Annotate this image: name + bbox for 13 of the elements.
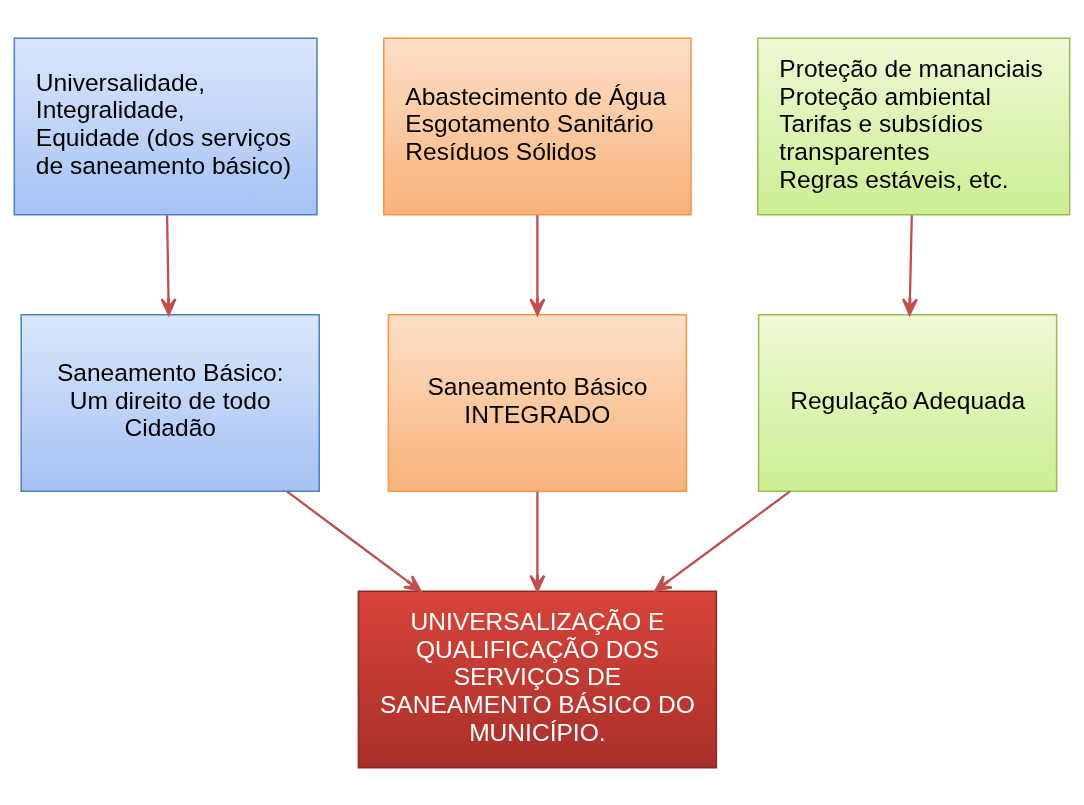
node-box: Saneamento Básico INTEGRADO — [387, 313, 688, 492]
node-box: Proteção de mananciais Proteção ambiental Tarifas e subsídios transparentes Regras estáveis, etc. — [757, 36, 1071, 216]
arrow — [160, 214, 177, 316]
arrow — [286, 490, 422, 592]
arrow — [529, 214, 546, 316]
arrow — [654, 490, 791, 592]
node-box: UNIVERSALIZAÇÃO E QUALIFICAÇÃO DOS SERVIÇOS DE SANEAMENTO BÁSICO DO MUNICÍPIO. — [357, 589, 718, 769]
node-box: Saneamento Básico: Um direito de todo Cidadão — [20, 313, 320, 492]
node-box: Regulação Adequada — [757, 313, 1058, 492]
node-box: Universalidade, Integralidade, Equidade (dos serviços de saneamento básico) — [13, 36, 318, 216]
node-box: Abastecimento de Água Esgotamento Sanitário Resíduos Sólidos — [383, 36, 692, 216]
arrow — [901, 214, 918, 316]
arrow — [529, 491, 546, 592]
